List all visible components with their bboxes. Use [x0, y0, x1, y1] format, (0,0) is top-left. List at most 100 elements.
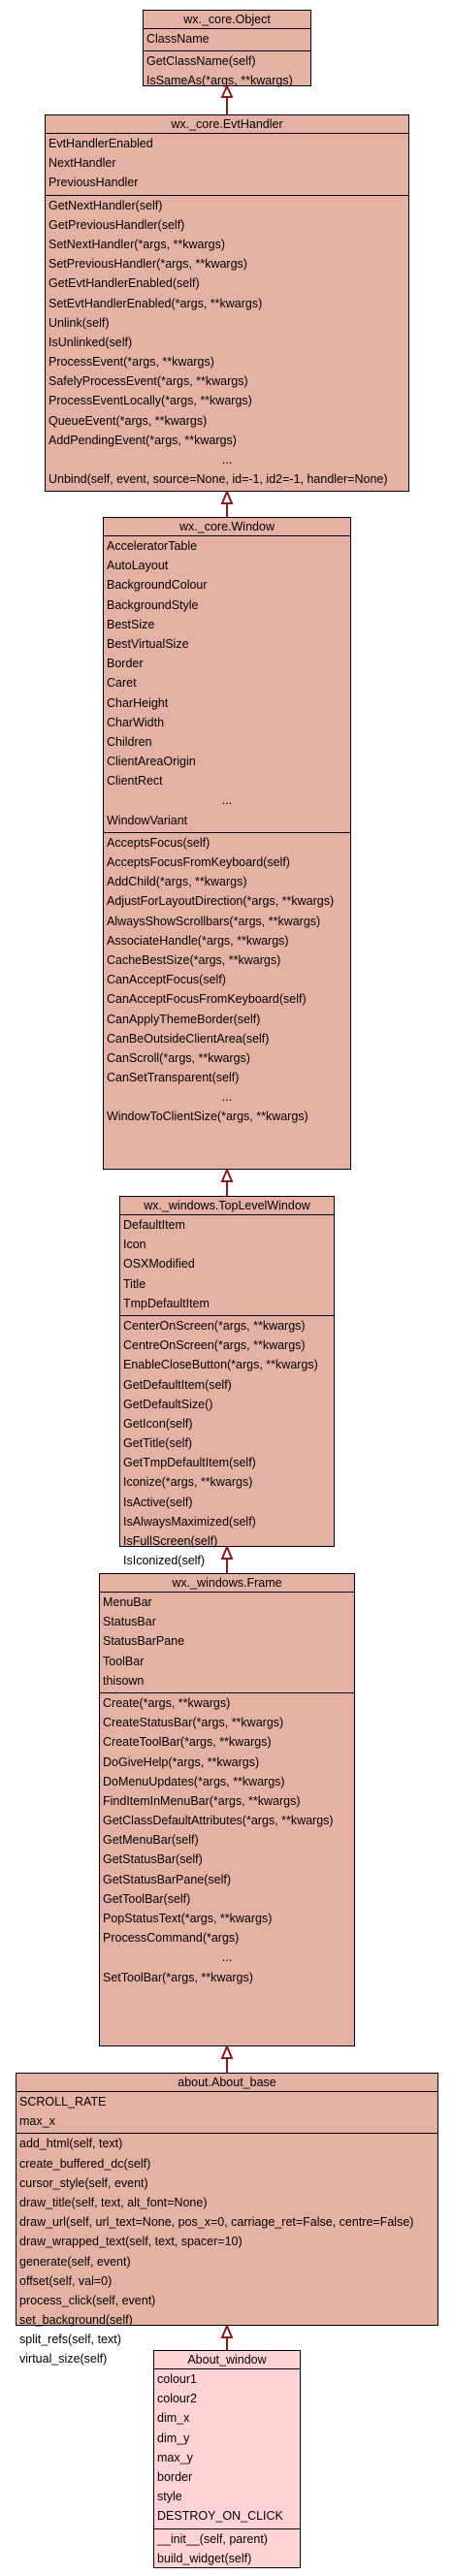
- edge-window-to-evthandler: [220, 489, 234, 517]
- method-draw-wrapped-text-self-text-spacer-10: draw_wrapped_text(self, text, spacer=10): [19, 2235, 243, 2249]
- method-generate-self-event: generate(self, event): [19, 2254, 131, 2269]
- attribute-statusbarpane: StatusBarPane: [103, 1634, 185, 1649]
- method-processevent-args-kwargs: ProcessEvent(*args, **kwargs): [49, 355, 214, 370]
- method-getdefaultsize: GetDefaultSize(): [123, 1397, 213, 1411]
- method-build-widget-self: build_widget(self): [157, 2551, 252, 2565]
- method-init-self-parent: __init__(self, parent): [157, 2531, 268, 2546]
- method-section: CenterOnScreen(*args, **kwargs) CentreOnS…: [120, 1316, 334, 1612]
- method-adjustforlayoutdirection-args-kwargs: AdjustForLayoutDirection(*args, **kwargs…: [107, 894, 335, 909]
- edge-aboutbase-to-frame: [220, 2044, 234, 2073]
- method-isactive-self: IsActive(self): [123, 1495, 193, 1509]
- class-title: wx._windows.TopLevelWindow: [120, 1197, 334, 1215]
- ellipsis: ...: [221, 1090, 233, 1105]
- method-gettmpdefaultitem-self: GetTmpDefaultItem(self): [123, 1456, 256, 1470]
- method-canacceptfocus-self: CanAcceptFocus(self): [107, 973, 226, 987]
- class-title: wx._core.Window: [104, 518, 350, 536]
- method-draw-url-self-url-text-none-pos-x-0-carr: draw_url(self, url_text=None, pos_x=0, c…: [19, 2215, 414, 2230]
- ellipsis: ...: [221, 1950, 233, 1965]
- method-domenuupdates-args-kwargs: DoMenuUpdates(*args, **kwargs): [103, 1774, 285, 1788]
- attribute-max-y: max_y: [157, 2450, 193, 2464]
- method-addchild-args-kwargs: AddChild(*args, **kwargs): [107, 875, 247, 889]
- method-create-buffered-dc-self: create_buffered_dc(self): [19, 2156, 151, 2171]
- method-createtoolbar-args-kwargs: CreateToolBar(*args, **kwargs): [103, 1735, 272, 1750]
- method-getevthandlerenabled-self: GetEvtHandlerEnabled(self): [49, 276, 200, 291]
- method-draw-title-self-text-alt-font-none: draw_title(self, text, alt_font=None): [19, 2195, 208, 2209]
- method-isalwaysmaximized-self: IsAlwaysMaximized(self): [123, 1514, 256, 1529]
- method-unbind-self-event-source-none-id-1-id2-1: Unbind(self, event, source=None, id=-1, …: [49, 472, 388, 487]
- attribute-autolayout: AutoLayout: [107, 559, 169, 573]
- method-windowtoclientsize-args-kwargs: WindowToClientSize(*args, **kwargs): [107, 1110, 308, 1124]
- attribute-previoushandler: PreviousHandler: [49, 176, 139, 190]
- method-geticon-self: GetIcon(self): [123, 1416, 193, 1431]
- method-processeventlocally-args-kwargs: ProcessEventLocally(*args, **kwargs): [49, 394, 252, 408]
- class-title: About_window: [154, 2351, 300, 2369]
- method-alwaysshowscrollbars-args-kwargs: AlwaysShowScrollbars(*args, **kwargs): [107, 914, 321, 928]
- method-centreonscreen-args-kwargs: CentreOnScreen(*args, **kwargs): [123, 1338, 306, 1353]
- attribute-bestsize: BestSize: [107, 617, 155, 631]
- method-canscroll-args-kwargs: CanScroll(*args, **kwargs): [107, 1050, 250, 1065]
- ellipsis: ...: [221, 453, 233, 467]
- method-cansettransparent-self: CanSetTransparent(self): [107, 1071, 240, 1085]
- method-isiconized-self: IsIconized(self): [123, 1554, 206, 1568]
- attribute-classname: ClassName: [146, 32, 210, 46]
- method-acceptsfocusfromkeyboard-self: AcceptsFocusFromKeyboard(self): [107, 855, 290, 869]
- method-split-refs-self-text: split_refs(self, text): [19, 2333, 121, 2347]
- method-section: GetClassName(self)IsSameAs(*args, **kwar…: [144, 51, 310, 92]
- method-getdefaultitem-self: GetDefaultItem(self): [123, 1377, 232, 1392]
- method-addpendingevent-args-kwargs: AddPendingEvent(*args, **kwargs): [49, 433, 237, 447]
- attribute-dim-y: dim_y: [157, 2431, 190, 2445]
- method-enableclosebutton-args-kwargs: EnableCloseButton(*args, **kwargs): [123, 1358, 318, 1372]
- ellipsis: ...: [221, 793, 233, 808]
- class-title: wx._windows.Frame: [100, 1574, 354, 1593]
- attribute-icon: Icon: [123, 1238, 146, 1252]
- attribute-bestvirtualsize: BestVirtualSize: [107, 636, 189, 651]
- method-section: AcceptsFocus(self)AcceptsFocusFromKeyboa…: [104, 833, 350, 1129]
- method-centeronscreen-args-kwargs: CenterOnScreen(*args, **kwargs): [123, 1318, 306, 1333]
- attribute-dim-x: dim_x: [157, 2411, 190, 2426]
- method-section: GetNextHandler(self)GetPreviousHandler(s…: [46, 196, 408, 492]
- attribute-caret: Caret: [107, 676, 137, 691]
- method-getclassname-self: GetClassName(self): [146, 54, 256, 69]
- class-title: wx._core.EvtHandler: [46, 115, 408, 134]
- attribute-nexthandler: NextHandler: [49, 156, 116, 171]
- method-cursor-style-self-event: cursor_style(self, event): [19, 2175, 148, 2190]
- method-dogivehelp-args-kwargs: DoGiveHelp(*args, **kwargs): [103, 1755, 260, 1769]
- method-cachebestsize-args-kwargs: CacheBestSize(*args, **kwargs): [107, 952, 281, 967]
- attribute-border: Border: [107, 657, 144, 671]
- attribute-toolbar: ToolBar: [103, 1654, 145, 1668]
- attribute-osxmodified: OSXModified: [123, 1257, 195, 1272]
- attribute-max-x: max_x: [19, 2114, 55, 2129]
- method-finditeminmenubar-args-kwargs: FindItemInMenuBar(*args, **kwargs): [103, 1793, 301, 1808]
- attribute-statusbar: StatusBar: [103, 1615, 156, 1629]
- class-title: wx._core.Object: [144, 11, 310, 29]
- method-setnexthandler-args-kwargs: SetNextHandler(*args, **kwargs): [49, 237, 226, 251]
- attribute-acceleratortable: AcceleratorTable: [107, 539, 198, 553]
- method-popstatustext-args-kwargs: PopStatusText(*args, **kwargs): [103, 1912, 273, 1925]
- attribute-style: style: [157, 2490, 182, 2504]
- attribute-windowvariant: WindowVariant: [107, 813, 188, 827]
- attribute-border: border: [157, 2469, 193, 2484]
- attribute-destroy-on-click: DESTROY_ON_CLICK: [157, 2509, 283, 2524]
- method-associatehandle-args-kwargs: AssociateHandle(*args, **kwargs): [107, 933, 289, 948]
- attribute-charwidth: CharWidth: [107, 715, 165, 729]
- attribute-backgroundstyle: BackgroundStyle: [107, 597, 199, 612]
- edge-aboutwindow-to-aboutbase: [220, 2323, 234, 2350]
- method-setevthandlerenabled-args-kwargs: SetEvtHandlerEnabled(*args, **kwargs): [49, 296, 263, 310]
- attribute-charheight: CharHeight: [107, 695, 169, 710]
- attribute-colour1: colour1: [157, 2372, 197, 2386]
- method-create-args-kwargs: Create(*args, **kwargs): [103, 1695, 231, 1710]
- method-isfullscreen-self: IsFullScreen(self): [123, 1534, 218, 1548]
- edge-evthandler-to-object: [220, 83, 234, 114]
- method-virtual-size-self: virtual_size(self): [19, 2352, 108, 2367]
